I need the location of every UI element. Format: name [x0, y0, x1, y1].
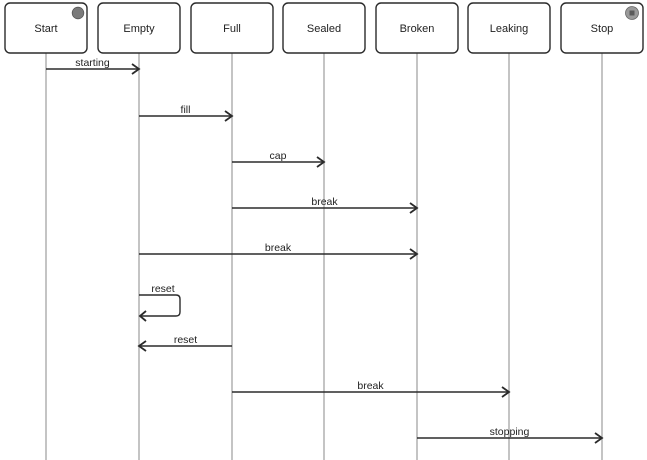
- state-label-broken: Broken: [400, 23, 435, 35]
- arrowhead: [137, 340, 147, 352]
- message-break[interactable]: break: [232, 196, 419, 214]
- state-leaking[interactable]: Leaking: [467, 2, 551, 54]
- initial-state-icon: [71, 6, 85, 20]
- state-box-empty: [97, 2, 181, 54]
- state-label-sealed: Sealed: [307, 23, 341, 35]
- arrowhead: [409, 202, 419, 214]
- message-cap[interactable]: cap: [232, 150, 326, 168]
- message-break[interactable]: break: [139, 242, 419, 260]
- message-arrow: [139, 294, 181, 317]
- state-label-start: Start: [34, 23, 57, 35]
- final-state-square: [629, 10, 635, 16]
- message-reset[interactable]: reset: [138, 283, 181, 322]
- state-box-start: [4, 2, 88, 54]
- message-stopping[interactable]: stopping: [417, 426, 604, 444]
- arrowhead: [138, 310, 147, 322]
- message-label: break: [311, 196, 338, 208]
- message-reset[interactable]: reset: [137, 334, 232, 352]
- state-box-full: [190, 2, 274, 54]
- arrowhead: [131, 63, 141, 75]
- message-break[interactable]: break: [232, 380, 511, 398]
- state-box-broken: [375, 2, 459, 54]
- message-label: fill: [181, 104, 191, 116]
- message-label: break: [265, 242, 292, 254]
- arrowhead: [409, 248, 419, 260]
- message-label: cap: [270, 150, 287, 162]
- state-empty[interactable]: Empty: [97, 2, 181, 54]
- state-stop[interactable]: Stop: [560, 2, 644, 54]
- state-box-stop: [560, 2, 644, 54]
- message-label: reset: [174, 334, 197, 346]
- state-broken[interactable]: Broken: [375, 2, 459, 54]
- message-label: starting: [75, 57, 110, 69]
- arrowhead: [224, 110, 234, 122]
- message-fill[interactable]: fill: [139, 104, 234, 122]
- state-label-empty: Empty: [123, 23, 155, 35]
- state-label-stop: Stop: [591, 23, 614, 35]
- state-label-full: Full: [223, 23, 241, 35]
- state-start[interactable]: Start: [4, 2, 88, 54]
- state-label-leaking: Leaking: [490, 23, 529, 35]
- state-sealed[interactable]: Sealed: [282, 2, 366, 54]
- arrowhead: [316, 156, 326, 168]
- state-box-leaking: [467, 2, 551, 54]
- message-label: reset: [151, 283, 174, 295]
- state-full[interactable]: Full: [190, 2, 274, 54]
- message-starting[interactable]: starting: [46, 57, 141, 75]
- state-box-sealed: [282, 2, 366, 54]
- arrowhead: [501, 386, 511, 398]
- arrowhead: [594, 432, 604, 444]
- message-label: break: [357, 380, 384, 392]
- message-label: stopping: [490, 426, 530, 438]
